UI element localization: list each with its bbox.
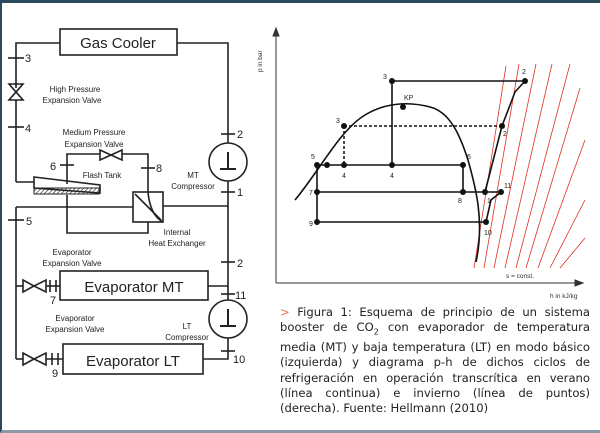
gas-cooler-box <box>59 28 178 56</box>
lt-compressor-label: LT <box>183 322 192 331</box>
point-5: 5 <box>26 216 32 228</box>
mt-compressor-label: MT <box>187 171 199 180</box>
point-2: 2 <box>237 129 243 141</box>
point-2b: 2 <box>237 258 243 270</box>
mp-valve-label-2: Expansion Valve <box>65 140 125 149</box>
evap-valve-lt-label-2: Expansion Valve <box>46 325 106 334</box>
evap-mt-valve-icon <box>22 278 36 294</box>
mp-valve-icon <box>99 148 113 162</box>
point-6: 6 <box>50 161 56 173</box>
point-7: 7 <box>50 295 56 307</box>
caption-text-2: con evaporador de temperatura media (MT)… <box>280 320 590 416</box>
evap-lt-valve-icon <box>22 351 36 367</box>
caption-marker: > <box>280 305 290 319</box>
lt-compressor-label-2: Compressor <box>165 333 209 342</box>
hp-valve-icon <box>7 83 25 94</box>
point-1: 1 <box>237 187 243 199</box>
flash-tank-icon <box>33 176 101 194</box>
hp-valve-label-2: Expansion Valve <box>43 96 103 105</box>
evaporator-lt-label: Evaporator LT <box>86 353 180 370</box>
point-8: 8 <box>156 163 162 175</box>
caption-text-1: Figura 1: Esquema de principio de un sis… <box>280 305 590 335</box>
evaporator-mt-label: Evaporator MT <box>84 279 183 296</box>
point-11: 11 <box>235 290 246 302</box>
evap-valve-mt-label-2: Expansion Valve <box>43 259 103 268</box>
mp-valve-label: Medium Pressure <box>63 128 126 137</box>
booster-schematic: Gas Cooler High Pressure Expansion Valve… <box>7 28 248 380</box>
point-10: 10 <box>233 354 245 366</box>
gas-cooler-label: Gas Cooler <box>80 35 156 52</box>
point-4: 4 <box>25 123 31 135</box>
point-3: 3 <box>25 53 31 65</box>
mt-compressor-label-2: Compressor <box>171 182 215 191</box>
caption-subscript: 2 <box>373 327 379 337</box>
hp-valve-label: High Pressure <box>50 85 101 94</box>
ihx-label: Internal <box>164 228 191 237</box>
evap-valve-lt-label: Evaporator <box>55 314 94 323</box>
figure-caption: > Figura 1: Esquema de principio de un s… <box>280 305 590 416</box>
flash-tank-label: Flash Tank <box>83 171 123 180</box>
point-9: 9 <box>52 368 58 380</box>
ihx-label-2: Heat Exchanger <box>148 239 206 248</box>
evap-valve-mt-label: Evaporator <box>52 248 91 257</box>
